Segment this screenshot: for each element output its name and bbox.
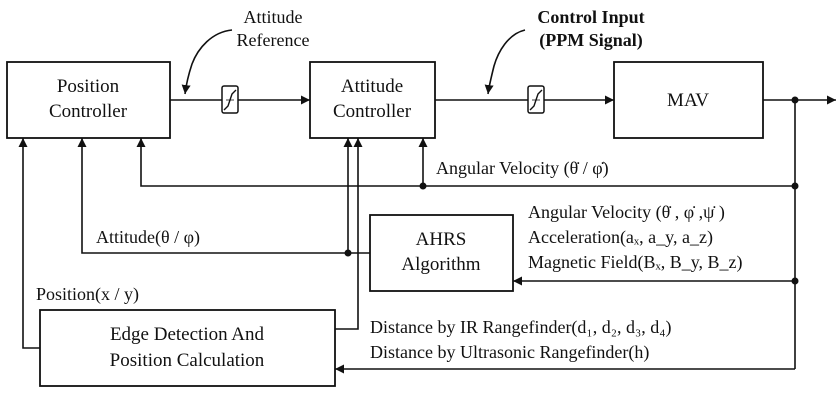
position-controller-block: Position Controller	[6, 61, 171, 139]
limiter-symbol-1	[221, 85, 239, 114]
magnetic-field-label: Magnetic Field(Bₓ, B_y, B_z)	[528, 252, 743, 273]
control-input-line2: (PPM Signal)	[539, 30, 643, 51]
edge-detection-block: Edge Detection And Position Calculation	[39, 309, 336, 387]
ahrs-block: AHRS Algorithm	[369, 214, 514, 292]
acceleration-label: Acceleration(aₓ, a_y, a_z)	[528, 227, 713, 248]
angular-velocity-feedback-label: Angular Velocity (θ̇ / φ̇)	[436, 158, 609, 179]
edge-detection-line2: Position Calculation	[110, 350, 265, 371]
attitude-to-position-controller	[77, 138, 370, 254]
attitude-controller-block: Attitude Controller	[309, 61, 436, 139]
position-to-position-controller	[18, 138, 40, 349]
attitude-reference-line1: Attitude	[244, 7, 303, 27]
edge-to-attitude-controller	[335, 138, 363, 330]
mav-label: MAV	[667, 90, 709, 111]
attitude-reference-pointer	[181, 29, 233, 95]
control-input-pointer	[484, 29, 526, 95]
position-feedback-label: Position(x / y)	[36, 284, 139, 305]
ahrs-line1: AHRS	[416, 229, 467, 250]
attitude-feedback-label: Attitude(θ / φ)	[96, 227, 200, 248]
attitude-controller-line1: Attitude	[341, 76, 403, 97]
ultrasonic-rangefinder-label: Distance by Ultrasonic Rangefinder(h)	[370, 342, 649, 363]
position-controller-line2: Controller	[49, 101, 128, 122]
limiter-symbol-2	[527, 85, 545, 114]
attitude-controller-line2: Controller	[333, 101, 412, 122]
angular-velocity-imu-label: Angular Velocity (θ̇ , φ̇ ,ψ̇ )	[528, 202, 725, 223]
ahrs-line2: Algorithm	[401, 254, 480, 275]
edge-detection-line1: Edge Detection And	[110, 324, 265, 345]
attitude-reference-line2: Reference	[237, 30, 310, 50]
position-controller-line1: Position	[57, 76, 120, 97]
mav-block: MAV	[613, 61, 764, 139]
ir-rangefinder-label: Distance by IR Rangefinder(d₁, d₂, d₃, d…	[370, 317, 672, 338]
control-input-line1: Control Input	[537, 7, 644, 27]
angvel-to-position-controller	[136, 138, 795, 187]
